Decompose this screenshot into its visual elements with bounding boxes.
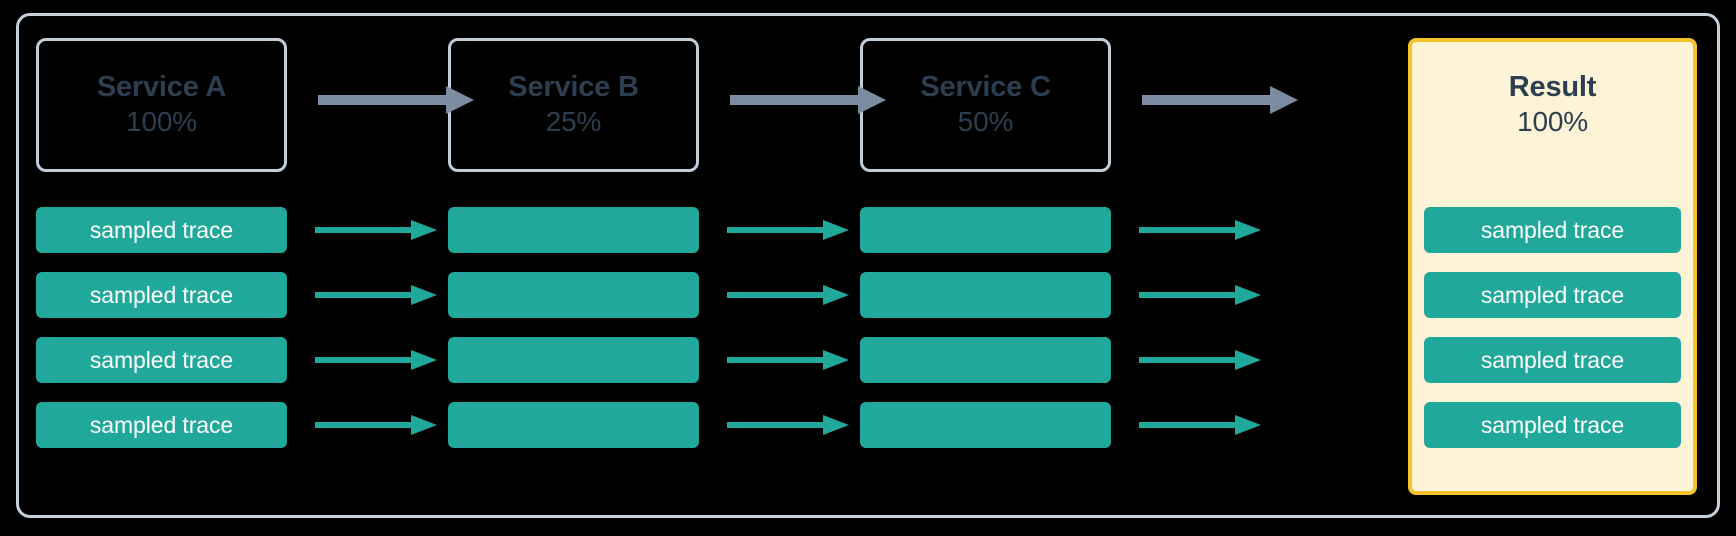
trace-bar-row4-result[interactable]: sampled trace xyxy=(1424,402,1681,448)
trace-bar-row3-result[interactable]: sampled trace xyxy=(1424,337,1681,383)
trace-bar-row3-service-c[interactable] xyxy=(860,337,1111,383)
trace-bar-label: sampled trace xyxy=(1480,411,1625,438)
trace-arrow-row3-c-to-result xyxy=(1139,350,1261,370)
trace-arrow-row2-a-to-b xyxy=(315,285,437,305)
trace-arrow-row1-a-to-b xyxy=(315,220,437,240)
trace-bar-row1-service-a[interactable]: sampled trace xyxy=(36,207,287,253)
trace-bar-label: sampled trace xyxy=(89,216,234,243)
flow-arrow-b-to-c xyxy=(730,86,886,114)
flow-arrow-a-to-b xyxy=(318,86,474,114)
trace-bar-row2-service-a[interactable]: sampled trace xyxy=(36,272,287,318)
trace-arrow-row2-b-to-c xyxy=(727,285,849,305)
trace-arrow-row4-a-to-b xyxy=(315,415,437,435)
trace-bar-row2-service-b[interactable] xyxy=(448,272,699,318)
trace-bar-row4-service-c[interactable] xyxy=(860,402,1111,448)
service-box-service-c[interactable]: Service C 50% xyxy=(860,38,1111,172)
trace-bar-row4-service-a[interactable]: sampled trace xyxy=(36,402,287,448)
trace-bar-label: sampled trace xyxy=(1480,281,1625,308)
trace-arrow-row3-a-to-b xyxy=(315,350,437,370)
trace-bar-label: sampled trace xyxy=(89,411,234,438)
trace-bar-row1-service-c[interactable] xyxy=(860,207,1111,253)
trace-bar-row1-service-b[interactable] xyxy=(448,207,699,253)
service-c-name: Service C xyxy=(920,70,1051,103)
service-b-percent: 25% xyxy=(545,105,602,137)
trace-bar-label: sampled trace xyxy=(89,346,234,373)
service-b-name: Service B xyxy=(508,70,639,103)
service-a-name: Service A xyxy=(96,70,227,103)
service-a-percent: 100% xyxy=(126,105,197,137)
trace-arrow-row3-b-to-c xyxy=(727,350,849,370)
trace-bar-row1-result[interactable]: sampled trace xyxy=(1424,207,1681,253)
service-box-service-a[interactable]: Service A 100% xyxy=(36,38,287,172)
flow-arrow-c-to-result xyxy=(1142,86,1298,114)
trace-bar-row2-service-c[interactable] xyxy=(860,272,1111,318)
trace-bar-row3-service-b[interactable] xyxy=(448,337,699,383)
trace-arrow-row4-b-to-c xyxy=(727,415,849,435)
diagram-frame xyxy=(16,13,1720,518)
trace-bar-row4-service-b[interactable] xyxy=(448,402,699,448)
trace-arrow-row1-c-to-result xyxy=(1139,220,1261,240)
trace-bar-label: sampled trace xyxy=(1480,346,1625,373)
trace-bar-row3-service-a[interactable]: sampled trace xyxy=(36,337,287,383)
service-box-service-b[interactable]: Service B 25% xyxy=(448,38,699,172)
trace-arrow-row1-b-to-c xyxy=(727,220,849,240)
trace-bar-label: sampled trace xyxy=(89,281,234,308)
trace-bar-label: sampled trace xyxy=(1480,216,1625,243)
trace-bar-row2-result[interactable]: sampled trace xyxy=(1424,272,1681,318)
trace-arrow-row4-c-to-result xyxy=(1139,415,1261,435)
trace-arrow-row2-c-to-result xyxy=(1139,285,1261,305)
service-c-percent: 50% xyxy=(957,105,1014,137)
